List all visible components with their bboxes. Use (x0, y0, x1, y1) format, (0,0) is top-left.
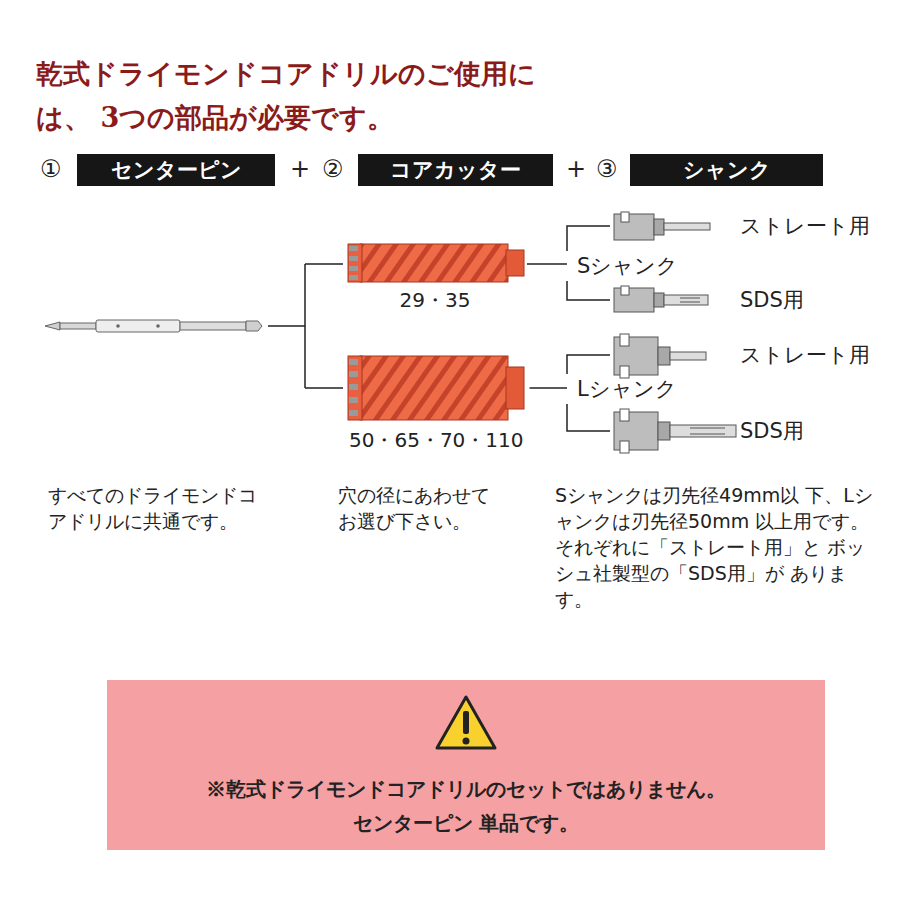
shank-cup (614, 288, 654, 312)
shank-rod (670, 425, 736, 437)
cutter-collar (506, 250, 524, 276)
node-text: コアカッター (358, 154, 553, 186)
shank-hub (654, 219, 664, 235)
node-text: ストレート用 (740, 343, 870, 367)
node-text: Lシャンク (577, 376, 677, 402)
warning-icon (437, 697, 495, 748)
connector-line (527, 263, 567, 265)
core-cutter-small (348, 244, 524, 282)
shank-group: Sシャンク (567, 251, 684, 281)
pin-sleeve (96, 320, 180, 332)
pin-hole (116, 324, 120, 328)
description-text: Sシャンクは刃先径49mm以 下、Lシャンクは刃先径50mm 以上用です。 (555, 482, 875, 534)
part-header: センターピン (77, 154, 275, 186)
sds-groove (690, 428, 725, 434)
diamond-segment (349, 246, 358, 251)
shank-item: ストレート用 (610, 212, 870, 240)
l-shank-sds (614, 409, 736, 453)
node-text: Sシャンク (577, 253, 678, 279)
diamond-segment (349, 275, 358, 280)
callout-number: ③ (596, 153, 618, 185)
connector-line (567, 355, 610, 374)
node-text: センターピン (77, 154, 275, 186)
warning-note: ※乾式ドライモンドコアドリルのセットではありません。センターピン 単品です。 (107, 680, 825, 850)
shank-notch (621, 212, 629, 222)
shank-item: SDS用 (610, 287, 804, 313)
shank-notch (620, 334, 629, 346)
cutter-tip (348, 244, 362, 282)
shank-item: ストレート用 (610, 334, 870, 376)
connector-line (567, 281, 610, 300)
core-cutter-large (348, 356, 524, 420)
node-text: SDS用 (740, 288, 804, 312)
node-text: シャンク (630, 154, 823, 186)
diamond-segment (349, 266, 358, 271)
pin-end (246, 321, 262, 331)
diamond-segment (349, 256, 358, 261)
callout-number: ② (322, 153, 344, 185)
cutter-collar (506, 367, 524, 409)
pin-rod (180, 322, 246, 330)
node-text: SDS用 (740, 419, 804, 443)
s-shank-sds (614, 286, 708, 312)
cutter-tip (348, 356, 362, 420)
shank-rod (670, 352, 706, 360)
pin-tip (45, 322, 60, 330)
diamond-segment (349, 384, 358, 390)
core-cutter: 50・65・70・110 (343, 354, 530, 456)
part-header: シャンク (630, 154, 823, 186)
shank-notch (621, 286, 629, 295)
node-text: 29・35 (343, 288, 527, 312)
node-text: 50・65・70・110 (343, 428, 530, 452)
diamond-segment (349, 397, 358, 403)
diamond-segment (349, 410, 358, 416)
pin-shaft (60, 323, 96, 329)
sds-groove (680, 298, 700, 302)
shank-notch (620, 366, 629, 378)
shank-item: SDS用 (610, 410, 804, 452)
shank-hub (658, 422, 670, 440)
shank-cup (614, 214, 654, 240)
connector-line (567, 226, 610, 251)
warning-dot (463, 738, 470, 745)
connector-line (567, 404, 610, 431)
description-text: 穴の径にあわせて お選び下さい。 (338, 482, 513, 534)
shank-notch (620, 409, 629, 421)
s-shank-straight (614, 212, 710, 240)
shank-notch (620, 441, 629, 453)
diamond-segment (349, 359, 358, 365)
shank-hub (658, 347, 670, 365)
l-shank-straight (614, 334, 706, 378)
connector-line (530, 387, 567, 389)
pin-hole (156, 324, 160, 328)
description-text: すべてのドライモンドコ アドリルに共通です。 (48, 482, 270, 534)
shank-rod (664, 295, 708, 305)
core-cutter: 29・35 (343, 240, 527, 316)
page-title: 乾式ドライモンドコアドリルのご使用には、 3つの部品が必要です。 (36, 52, 581, 140)
plus-sign: + (566, 153, 586, 185)
plus-sign: + (290, 153, 310, 185)
warning-panel (107, 680, 825, 850)
description-text: それぞれに「ストレート用」と ボッシュ社製型の「SDS用」が あります。 (555, 534, 875, 612)
node-text: ストレート用 (740, 214, 870, 238)
note-text: ※乾式ドライモンドコアドリルのセットではありません。 (107, 772, 825, 806)
note-text: センターピン 単品です。 (107, 806, 825, 840)
bracket-line (268, 264, 343, 388)
warning-bar (463, 711, 469, 734)
callout-number: ① (40, 153, 62, 185)
shank-rod (664, 223, 710, 230)
shank-hub (654, 293, 664, 307)
diamond-segment (349, 371, 358, 377)
part-header: コアカッター (358, 154, 553, 186)
cutter-body (360, 244, 508, 282)
center-pin (45, 320, 262, 332)
cutter-body (360, 356, 508, 420)
shank-group: Lシャンク (567, 374, 683, 404)
warning-triangle (437, 697, 495, 748)
